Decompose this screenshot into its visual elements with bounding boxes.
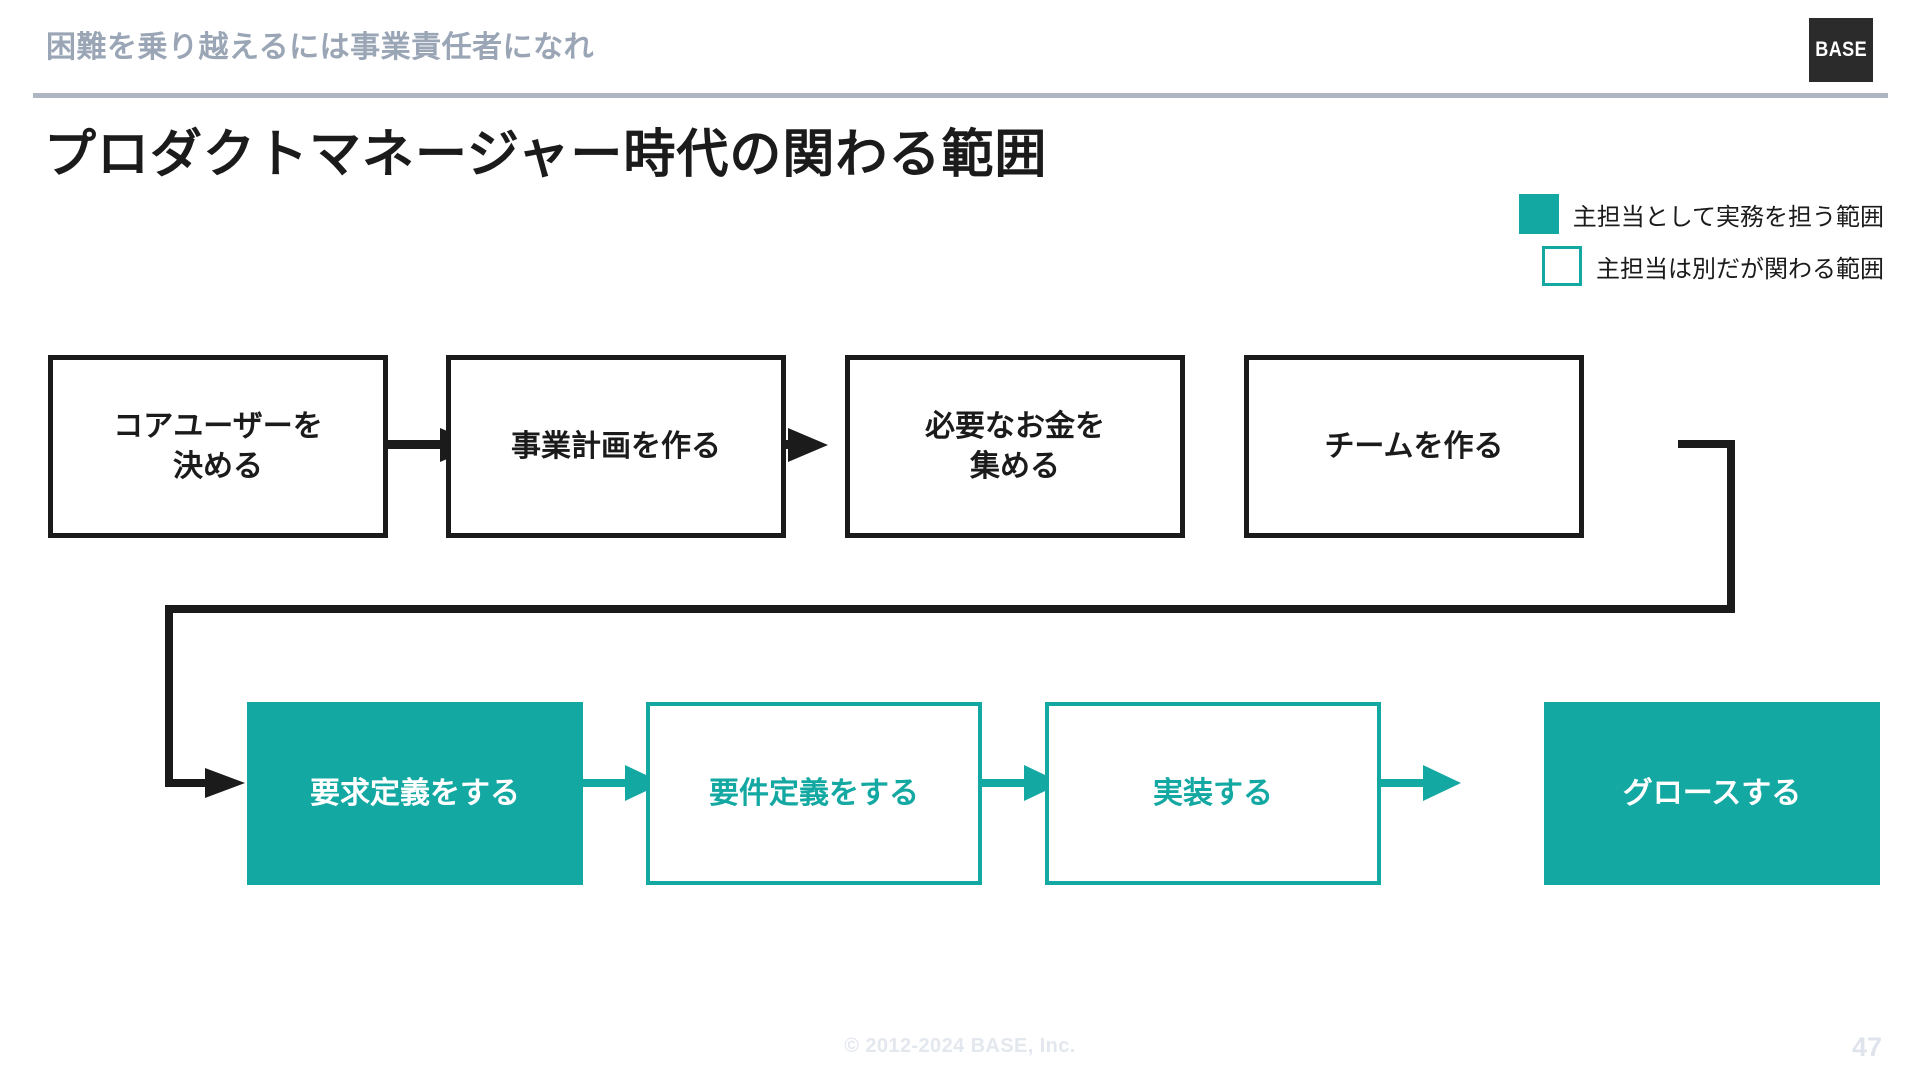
base-logo-text: BASE (1815, 38, 1867, 61)
legend-item-primary: 主担当として実務を担う範囲 (1518, 194, 1884, 234)
legend-label-primary: 主担当として実務を担う範囲 (1572, 203, 1884, 231)
flow-node-business-plan[interactable]: 事業計画を作る (446, 355, 786, 538)
flow-node-core-user[interactable]: コアユーザーを 決める (48, 355, 388, 538)
flow-node-growth[interactable]: グロースする (1544, 702, 1880, 885)
flow-node-build-team[interactable]: チームを作る (1244, 355, 1584, 538)
flow-node-label: グロースする (1622, 776, 1802, 810)
flow-node-requirements-spec[interactable]: 要件定義をする (646, 702, 982, 885)
legend-swatch-filled-icon (1518, 194, 1559, 234)
page-title: プロダクトマネージャー時代の関わる範囲 (44, 126, 1048, 184)
flow-node-requirements-request[interactable]: 要求定義をする (247, 702, 583, 885)
footer-copyright: © 2012-2024 BASE, Inc. (844, 1035, 1076, 1057)
flow-node-label: 実装する (1153, 776, 1273, 810)
legend: 主担当として実務を担う範囲 主担当は別だが関わる範囲 (1518, 194, 1884, 286)
flow-node-label: 事業計画を作る (511, 429, 721, 463)
flow-node-label: 必要なお金を 集める (925, 409, 1105, 483)
flow-node-label: 要求定義をする (310, 776, 520, 810)
base-logo: BASE (1809, 18, 1873, 82)
header-divider-rule (33, 93, 1888, 98)
flow-node-raise-money[interactable]: 必要なお金を 集める (845, 355, 1185, 538)
flow-node-label: チームを作る (1324, 429, 1504, 463)
flow-node-label: 要件定義をする (709, 776, 919, 810)
page-number: 47 (1851, 1032, 1882, 1062)
flow-node-implementation[interactable]: 実装する (1045, 702, 1381, 885)
legend-item-secondary: 主担当は別だが関わる範囲 (1542, 246, 1884, 286)
flow-node-label: コアユーザーを 決める (113, 409, 323, 483)
legend-swatch-outline-icon (1542, 246, 1582, 286)
legend-label-secondary: 主担当は別だが関わる範囲 (1596, 255, 1884, 283)
slide-kicker: 困難を乗り越えるには事業責任者になれ (46, 31, 595, 64)
